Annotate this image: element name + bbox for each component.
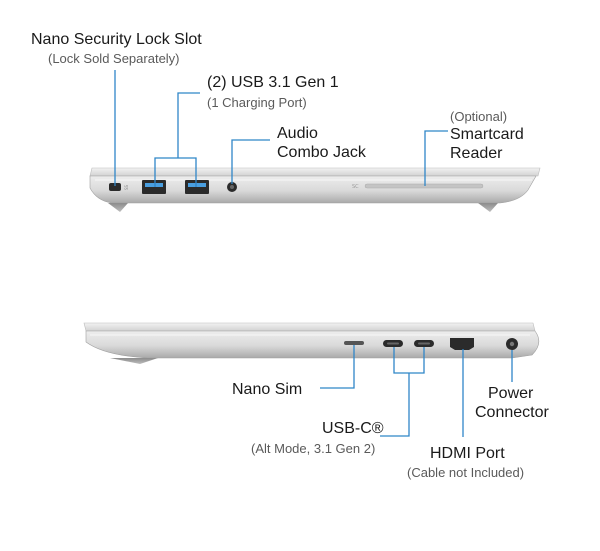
nano-sim-slot: [344, 341, 364, 345]
svg-text:SC: SC: [352, 184, 359, 190]
nano-sim-callout-line: [320, 345, 355, 389]
right-callout-lines: [320, 345, 513, 437]
base-body-right: [85, 330, 540, 359]
lid-edge: [89, 167, 541, 177]
laptop-left-side-view: SS SC: [89, 167, 541, 212]
audio-label-line2: Combo Jack: [277, 144, 366, 161]
rear-foot: [478, 203, 498, 212]
hdmi-port: [450, 338, 474, 350]
nano-sim-title: Nano Sim: [232, 381, 303, 398]
audio-callout-line: [231, 139, 270, 184]
smartcard-label-line2: Reader: [450, 145, 503, 162]
hdmi-note: (Cable not Included): [407, 465, 525, 480]
left-callout-lines: [114, 70, 448, 187]
usb-c-title: USB-C®: [322, 420, 384, 437]
smartcard-callout-line: [424, 130, 448, 186]
lid-edge-right: [83, 322, 536, 332]
lock-slot: [109, 183, 121, 191]
front-foot: [108, 203, 128, 212]
usb-a-title: (2) USB 3.1 Gen 1: [207, 74, 339, 91]
power-label-line1: Power: [488, 385, 534, 402]
lock-slot-title: Nano Security Lock Slot: [31, 31, 202, 48]
smartcard-label-line1: Smartcard: [450, 126, 524, 143]
laptop-right-side-view: [83, 322, 540, 364]
usb-c-callout-line: [380, 373, 410, 437]
usb-c-note: (Alt Mode, 3.1 Gen 2): [251, 441, 376, 456]
usb-a-bracket: [154, 157, 197, 187]
power-label-line2: Connector: [475, 404, 549, 421]
smartcard-note: (Optional): [450, 109, 508, 124]
svg-text:SS: SS: [124, 184, 129, 190]
front-foot-right: [110, 358, 158, 364]
hdmi-title: HDMI Port: [430, 445, 505, 462]
lock-slot-note: (Lock Sold Separately): [48, 51, 180, 66]
smartcard-slot: [364, 183, 484, 189]
audio-label-line1: Audio: [277, 125, 318, 142]
usb-a-note: (1 Charging Port): [207, 95, 307, 110]
usb-a-callout-line: [177, 92, 200, 158]
